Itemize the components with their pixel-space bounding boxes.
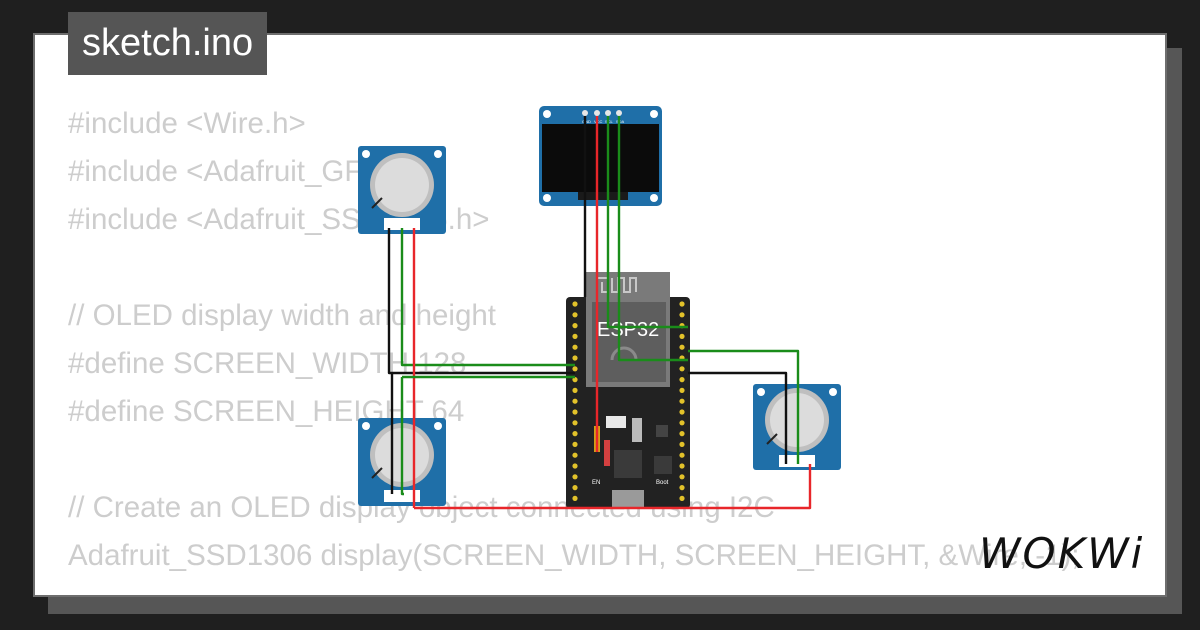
header-pin[interactable] <box>572 387 578 393</box>
header-pin[interactable] <box>572 452 578 458</box>
header-pin[interactable] <box>679 366 685 372</box>
oled-display[interactable]: GND VCC SCL SDA <box>539 106 662 206</box>
header-pin[interactable] <box>679 431 685 437</box>
wire-oled-scl <box>606 116 688 329</box>
header-pin[interactable] <box>679 452 685 458</box>
header-pin[interactable] <box>679 377 685 383</box>
code-line: Adafruit_SSD1306 display(SCREEN_WIDTH, S… <box>68 539 1080 572</box>
header-pin[interactable] <box>679 312 685 318</box>
header-pin[interactable] <box>572 355 578 361</box>
potentiometer-1[interactable]: GND SIG VCC <box>358 146 446 234</box>
code-line: #define SCREEN_WIDTH 128 <box>68 347 467 380</box>
code-line: // OLED display width and height <box>68 299 496 332</box>
oled-pin-label: VCC <box>594 119 603 124</box>
header-pin[interactable] <box>572 344 578 350</box>
header-pin[interactable] <box>679 485 685 491</box>
header-pin[interactable] <box>679 420 685 426</box>
esp32-board[interactable]: ESP32 Boot EN <box>566 272 690 509</box>
header-pin[interactable] <box>679 463 685 469</box>
code-line: #define SCREEN_HEIGHT 64 <box>68 395 465 428</box>
header-pin[interactable] <box>572 366 578 372</box>
header-pin[interactable] <box>679 387 685 393</box>
header-pin[interactable] <box>572 441 578 447</box>
oled-pin-label: SCL <box>605 119 614 124</box>
header-pin[interactable] <box>679 398 685 404</box>
file-tab[interactable]: sketch.ino <box>68 12 268 75</box>
header-pin[interactable] <box>572 301 578 307</box>
en-label: EN <box>592 480 600 486</box>
pot3-pin-label: GND <box>779 455 788 460</box>
pot1-pin-label: GND <box>384 218 393 223</box>
header-pin[interactable] <box>572 312 578 318</box>
header-pin[interactable] <box>572 398 578 404</box>
header-pin[interactable] <box>572 495 578 501</box>
header-pin[interactable] <box>572 409 578 415</box>
pot1-pin-label: VCC <box>409 218 418 223</box>
header-pin[interactable] <box>679 409 685 415</box>
header-pin[interactable] <box>572 463 578 469</box>
header-pin[interactable] <box>679 474 685 480</box>
header-pin[interactable] <box>572 377 578 383</box>
pot3-pin-label: VCC <box>804 455 813 460</box>
wire-oled-sda <box>617 116 688 362</box>
header-pin[interactable] <box>679 344 685 350</box>
code-line: #include <Wire.h> <box>68 107 306 140</box>
oled-pin-label: GND <box>582 119 591 124</box>
header-pin[interactable] <box>679 301 685 307</box>
header-pin[interactable] <box>572 420 578 426</box>
pot2-pin-label: SIG <box>397 490 404 495</box>
header-pin[interactable] <box>572 333 578 339</box>
esp32-label: ESP32 <box>597 319 659 341</box>
wire-pot3-sig <box>688 349 800 464</box>
wire-pot2-sig <box>400 377 404 496</box>
pot1-pin-label: SIG <box>397 218 404 223</box>
pot3-pin-label: SIG <box>792 455 799 460</box>
header-pin[interactable] <box>679 333 685 339</box>
header-pin[interactable] <box>572 431 578 437</box>
wire-pot1-gnd <box>387 228 575 375</box>
wire-vcc-bus <box>414 464 812 510</box>
wokwi-logo-text: WOKWi <box>979 529 1144 578</box>
oled-pin-label: SDA <box>616 119 625 124</box>
header-pin[interactable] <box>679 441 685 447</box>
wire-pot3-gnd <box>688 371 788 464</box>
wire-pot1-sig <box>400 228 575 367</box>
header-pin[interactable] <box>572 485 578 491</box>
boot-label: Boot <box>656 480 669 486</box>
esp32-pin-header-left <box>572 301 578 501</box>
wokwi-logo: WOKWi <box>979 529 1144 578</box>
header-pin[interactable] <box>572 323 578 329</box>
header-pin[interactable] <box>572 474 578 480</box>
pot2-pin-label: GND <box>384 490 393 495</box>
header-pin[interactable] <box>679 495 685 501</box>
